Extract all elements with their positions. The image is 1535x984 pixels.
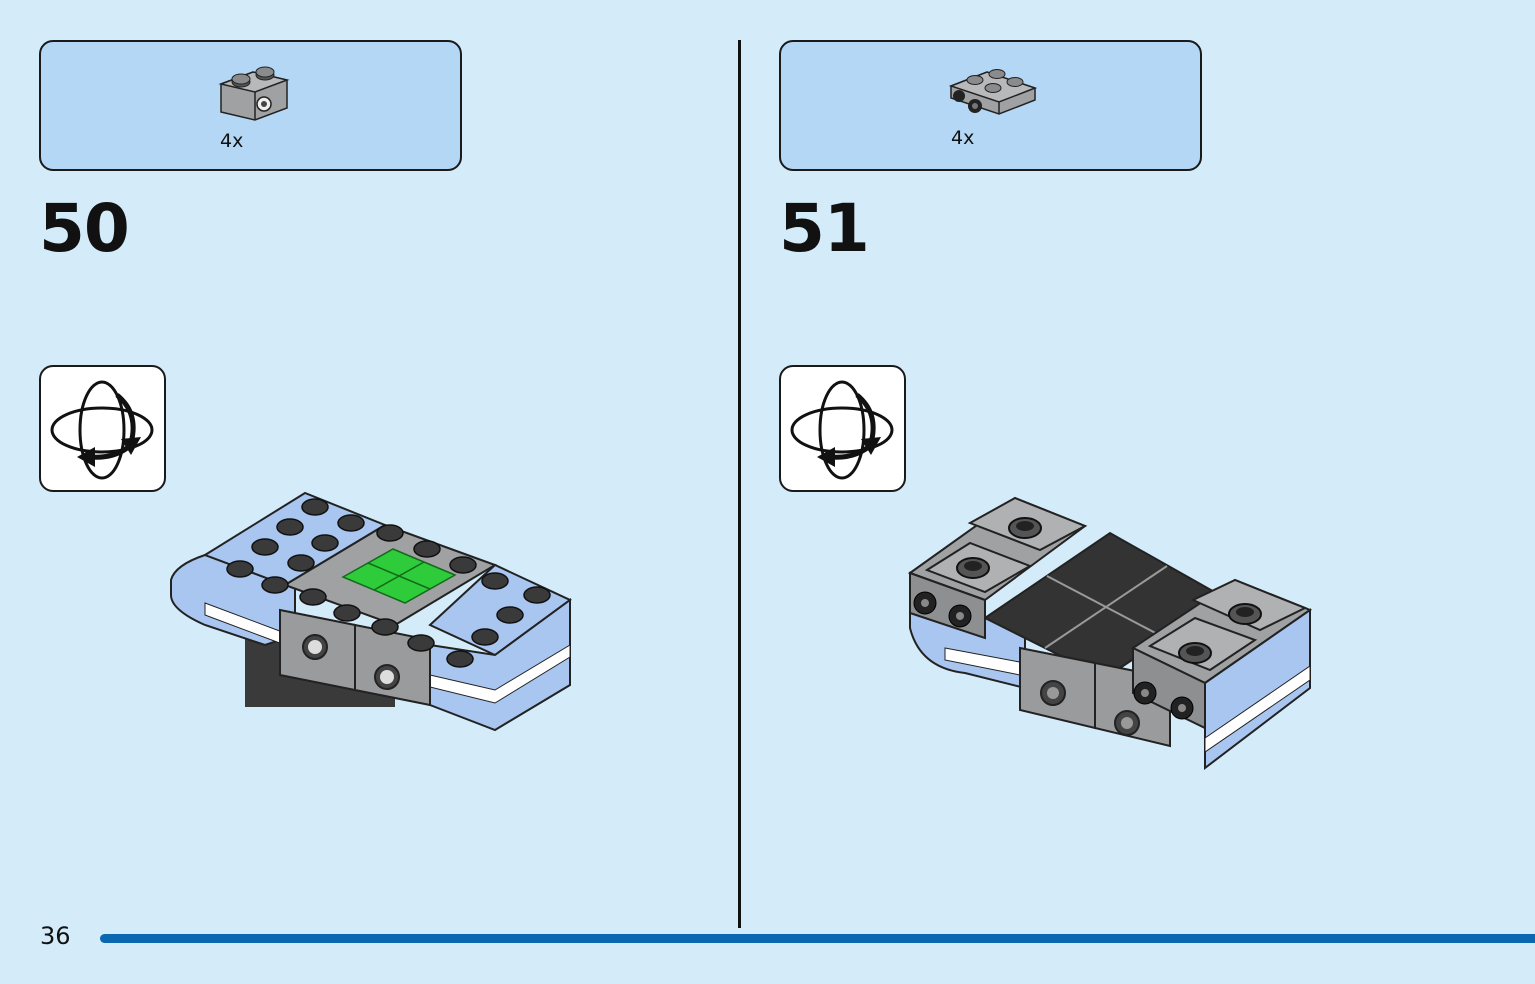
rotate-model-callout: [779, 365, 906, 492]
step-divider: [738, 40, 741, 928]
rotate-model-icon: [790, 380, 894, 480]
page-number: 36: [40, 922, 71, 950]
brick-1x2-with-hole-icon: [218, 66, 290, 121]
parts-quantity: 4x: [220, 130, 244, 152]
page-progress-bar: [100, 934, 1535, 943]
rotate-model-icon: [50, 380, 154, 480]
parts-callout-step-51: 4x: [779, 40, 1202, 171]
parts-callout-step-50: 4x: [39, 40, 462, 171]
parts-quantity: 4x: [951, 127, 975, 149]
model-step-50: [170, 491, 572, 732]
model-step-51: [907, 496, 1313, 771]
step-number: 50: [39, 190, 130, 267]
rotate-model-callout: [39, 365, 166, 492]
step-number: 51: [779, 190, 870, 267]
plate-2x2-with-wheel-holders-icon: [948, 69, 1038, 115]
